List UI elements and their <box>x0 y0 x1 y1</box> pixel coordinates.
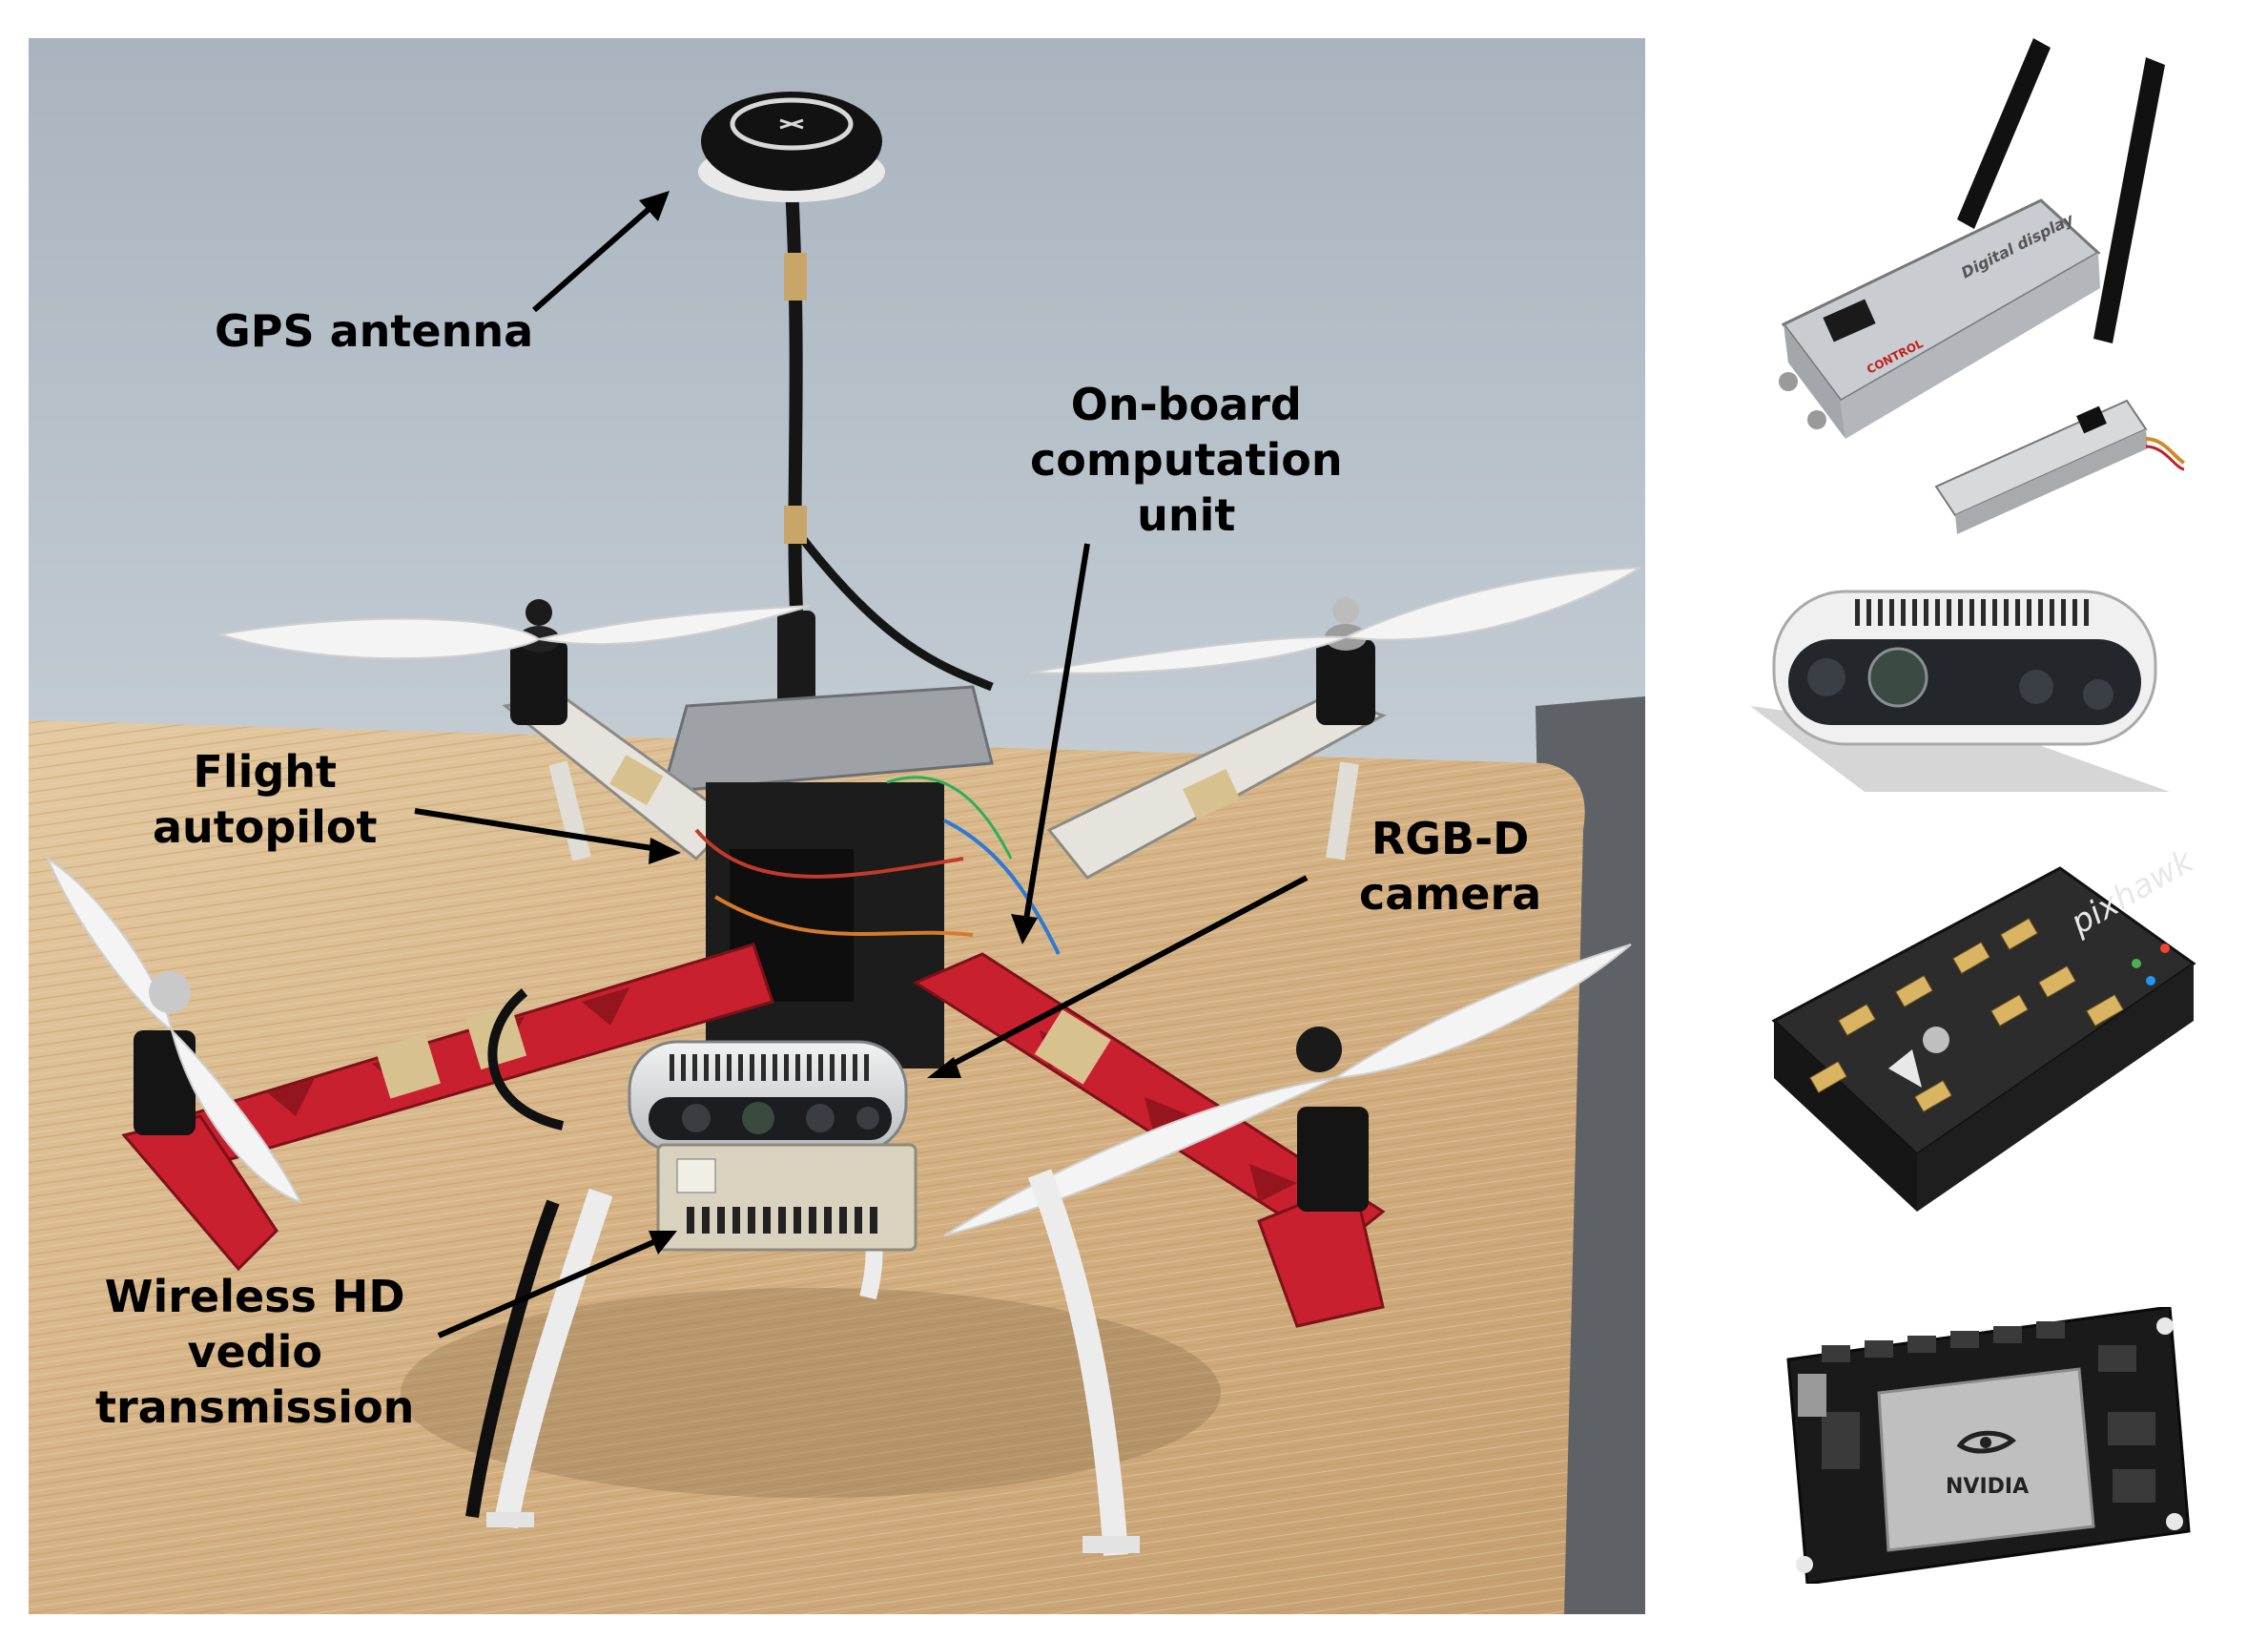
label-onboard-computation-unit: On-board computation unit <box>1030 379 1343 541</box>
annotation-arrows <box>414 191 1309 1338</box>
drone-rgbd-camera <box>628 1040 908 1153</box>
photo-video-transmission-kit: CONTROL Digital display <box>1726 38 2203 544</box>
video-kit-illustration: CONTROL Digital display <box>1779 38 2186 534</box>
photo-rgbd-camera <box>1750 572 2189 811</box>
nvidia-logo-icon <box>1956 1430 2017 1454</box>
label-gps-antenna: GPS antenna <box>215 305 534 357</box>
rgbd-camera-illustration <box>1750 590 2170 792</box>
nvidia-module-illustration: NVIDIA <box>1786 1307 2191 1584</box>
gps-antenna-puck <box>698 92 885 202</box>
drone-video-transmitter <box>656 1143 918 1252</box>
label-wireless-hd-video-transmission: Wireless HD vedio transmission <box>95 1271 415 1433</box>
nvidia-logo-text: NVIDIA <box>1946 1475 2029 1499</box>
pixhawk-illustration: pixhawk <box>1771 849 2201 1212</box>
photo-nvidia-computation-unit: NVIDIA <box>1783 1307 2194 1584</box>
label-flight-autopilot: Flight autopilot <box>153 746 378 853</box>
photo-pixhawk-autopilot: pixhawk <box>1755 849 2213 1231</box>
label-rgbd-camera: RGB-D camera <box>1359 813 1542 920</box>
drone-illustration <box>29 38 1645 1614</box>
drone-photo: GPS antenna On-board computation unit Fl… <box>29 38 1645 1614</box>
